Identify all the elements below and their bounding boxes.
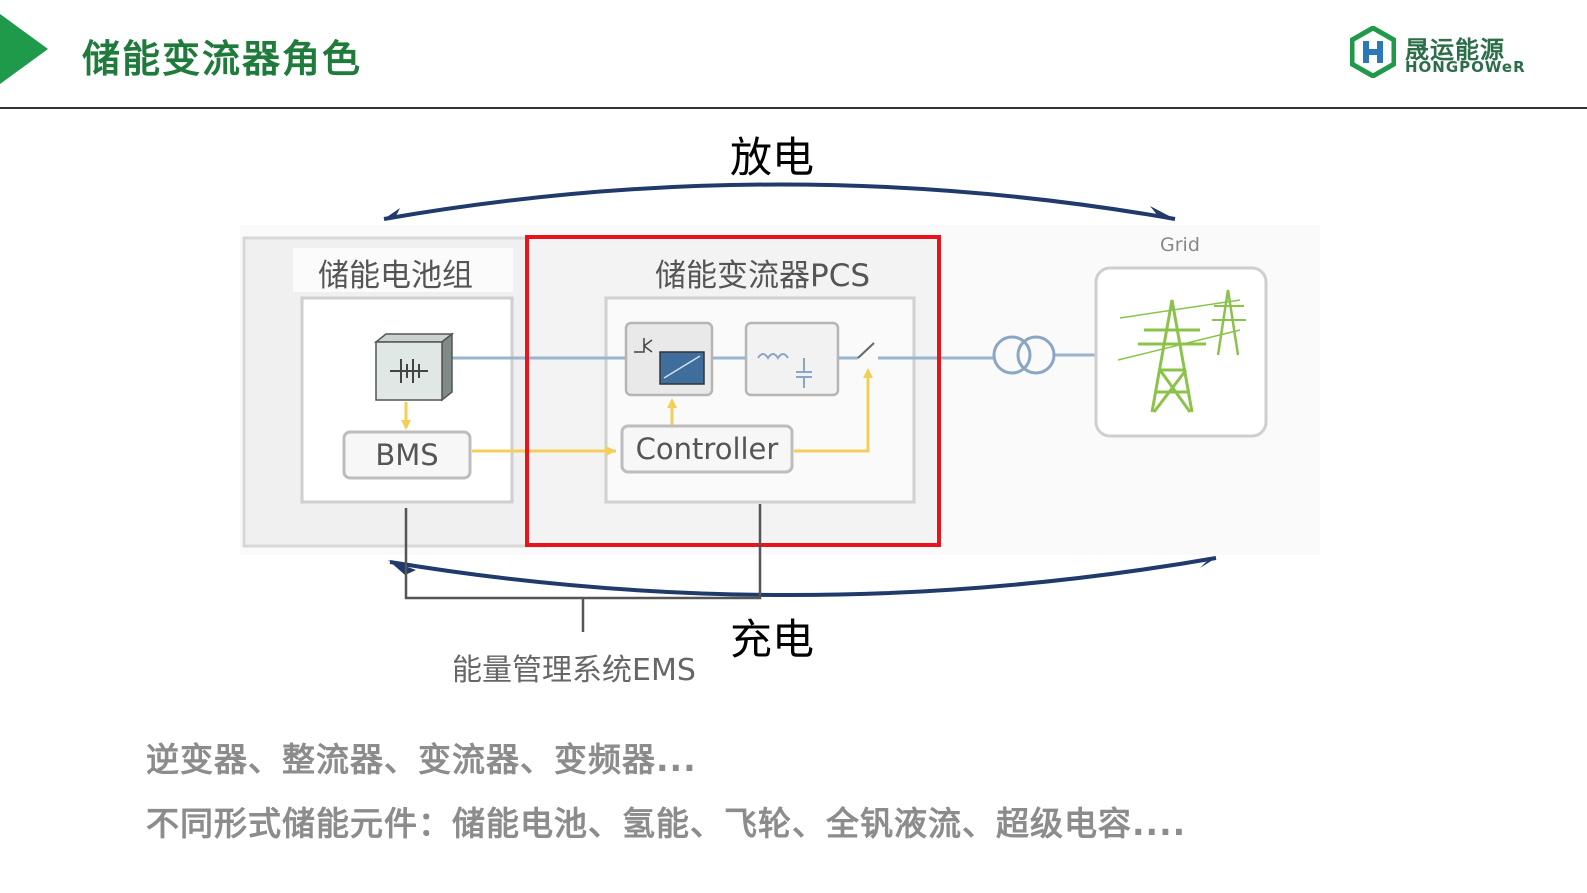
pcs-highlight-frame — [525, 235, 941, 547]
controller-label: Controller — [635, 432, 779, 466]
grid-label: Grid — [1160, 234, 1200, 256]
charge-arrow-head — [388, 560, 416, 575]
discharge-label: 放电 — [730, 133, 815, 182]
note-converter-types: 逆变器、整流器、变流器、变频器... — [146, 740, 697, 779]
transformer-icon — [992, 335, 1056, 375]
company-logo-icon — [1350, 26, 1396, 78]
controller-box — [620, 424, 794, 474]
converter-module-icon — [624, 321, 714, 397]
filter-module-icon — [744, 321, 840, 397]
logo-chinese-name: 晟运能源 — [1405, 36, 1505, 64]
ems-label: 能量管理系统EMS — [452, 653, 696, 688]
logo-english-name: HONGPOWeR — [1405, 58, 1526, 76]
header-triangle-icon — [0, 14, 48, 84]
charge-arrow — [389, 556, 1217, 598]
charge-label: 充电 — [730, 615, 815, 664]
discharge-arrow — [383, 182, 1176, 221]
note-storage-elements: 不同形式储能元件：储能电池、氢能、飞轮、全钒液流、超级电容.... — [146, 804, 1187, 843]
header-divider — [0, 107, 1587, 109]
bms-label: BMS — [375, 438, 439, 472]
battery-group-label: 储能电池组 — [318, 258, 473, 294]
page-title: 储能变流器角色 — [82, 37, 363, 81]
power-tower-icon — [1117, 289, 1246, 413]
battery-icon — [373, 332, 455, 402]
pcs-label: 储能变流器PCS — [655, 258, 871, 294]
discharge-arrow-head — [1150, 206, 1175, 219]
bms-box — [342, 430, 472, 480]
switch-icon — [857, 342, 875, 359]
